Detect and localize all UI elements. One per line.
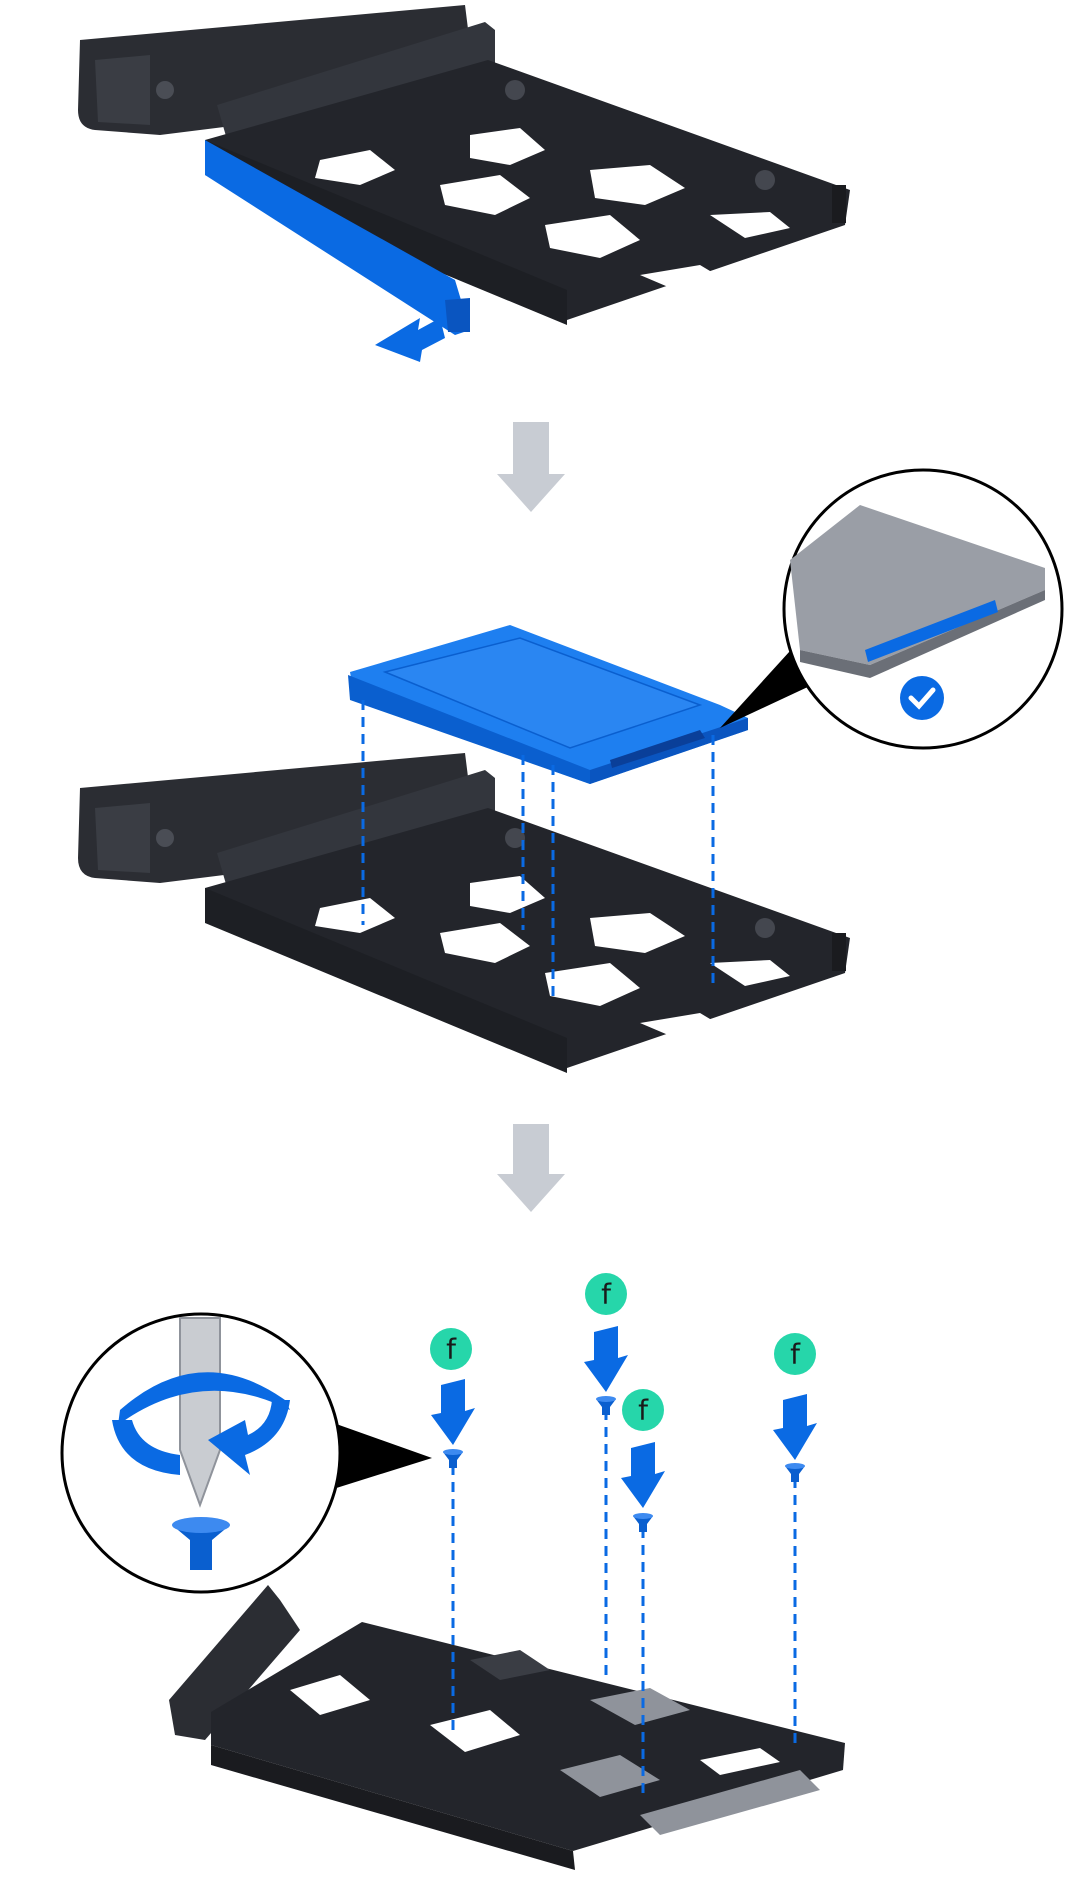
down-arrow-icon: [621, 1442, 665, 1508]
screw-icon: [633, 1513, 653, 1532]
side-rail: [205, 140, 470, 335]
screw-label: f: [446, 1333, 457, 1366]
screws: [431, 1326, 817, 1532]
rotate-arrow-icon: [118, 1372, 290, 1425]
ssd-drive: [348, 625, 748, 784]
screw-icon: [596, 1396, 616, 1415]
screw-label: f: [638, 1394, 649, 1427]
tray-step1: [78, 5, 850, 362]
screw-icon: [443, 1449, 463, 1468]
connector-zoom-callout: [782, 468, 1064, 750]
screw-lines: [451, 1410, 797, 1798]
screw-label-badges: f f f f: [430, 1273, 816, 1431]
screwdriver-icon: [179, 1317, 221, 1508]
down-arrow-icon: [584, 1326, 628, 1392]
screwdriver-zoom-callout: [60, 1312, 342, 1594]
alignment-lines: [361, 700, 715, 1000]
screw-label: f: [790, 1338, 801, 1371]
installed-ssd: [640, 1770, 820, 1835]
tray-step2: [78, 753, 850, 1073]
screw-icon: [172, 1525, 230, 1570]
screw-icon: [785, 1463, 805, 1482]
gray-down-arrow-icon: [497, 422, 565, 512]
down-arrow-icon: [773, 1394, 817, 1460]
down-arrow-icon: [431, 1379, 475, 1445]
tray-step3: [169, 1585, 845, 1870]
screw-label: f: [601, 1278, 612, 1311]
gray-down-arrow-icon: [497, 1124, 565, 1212]
pull-arrow-icon: [375, 318, 445, 362]
checkmark-icon: [900, 676, 944, 720]
